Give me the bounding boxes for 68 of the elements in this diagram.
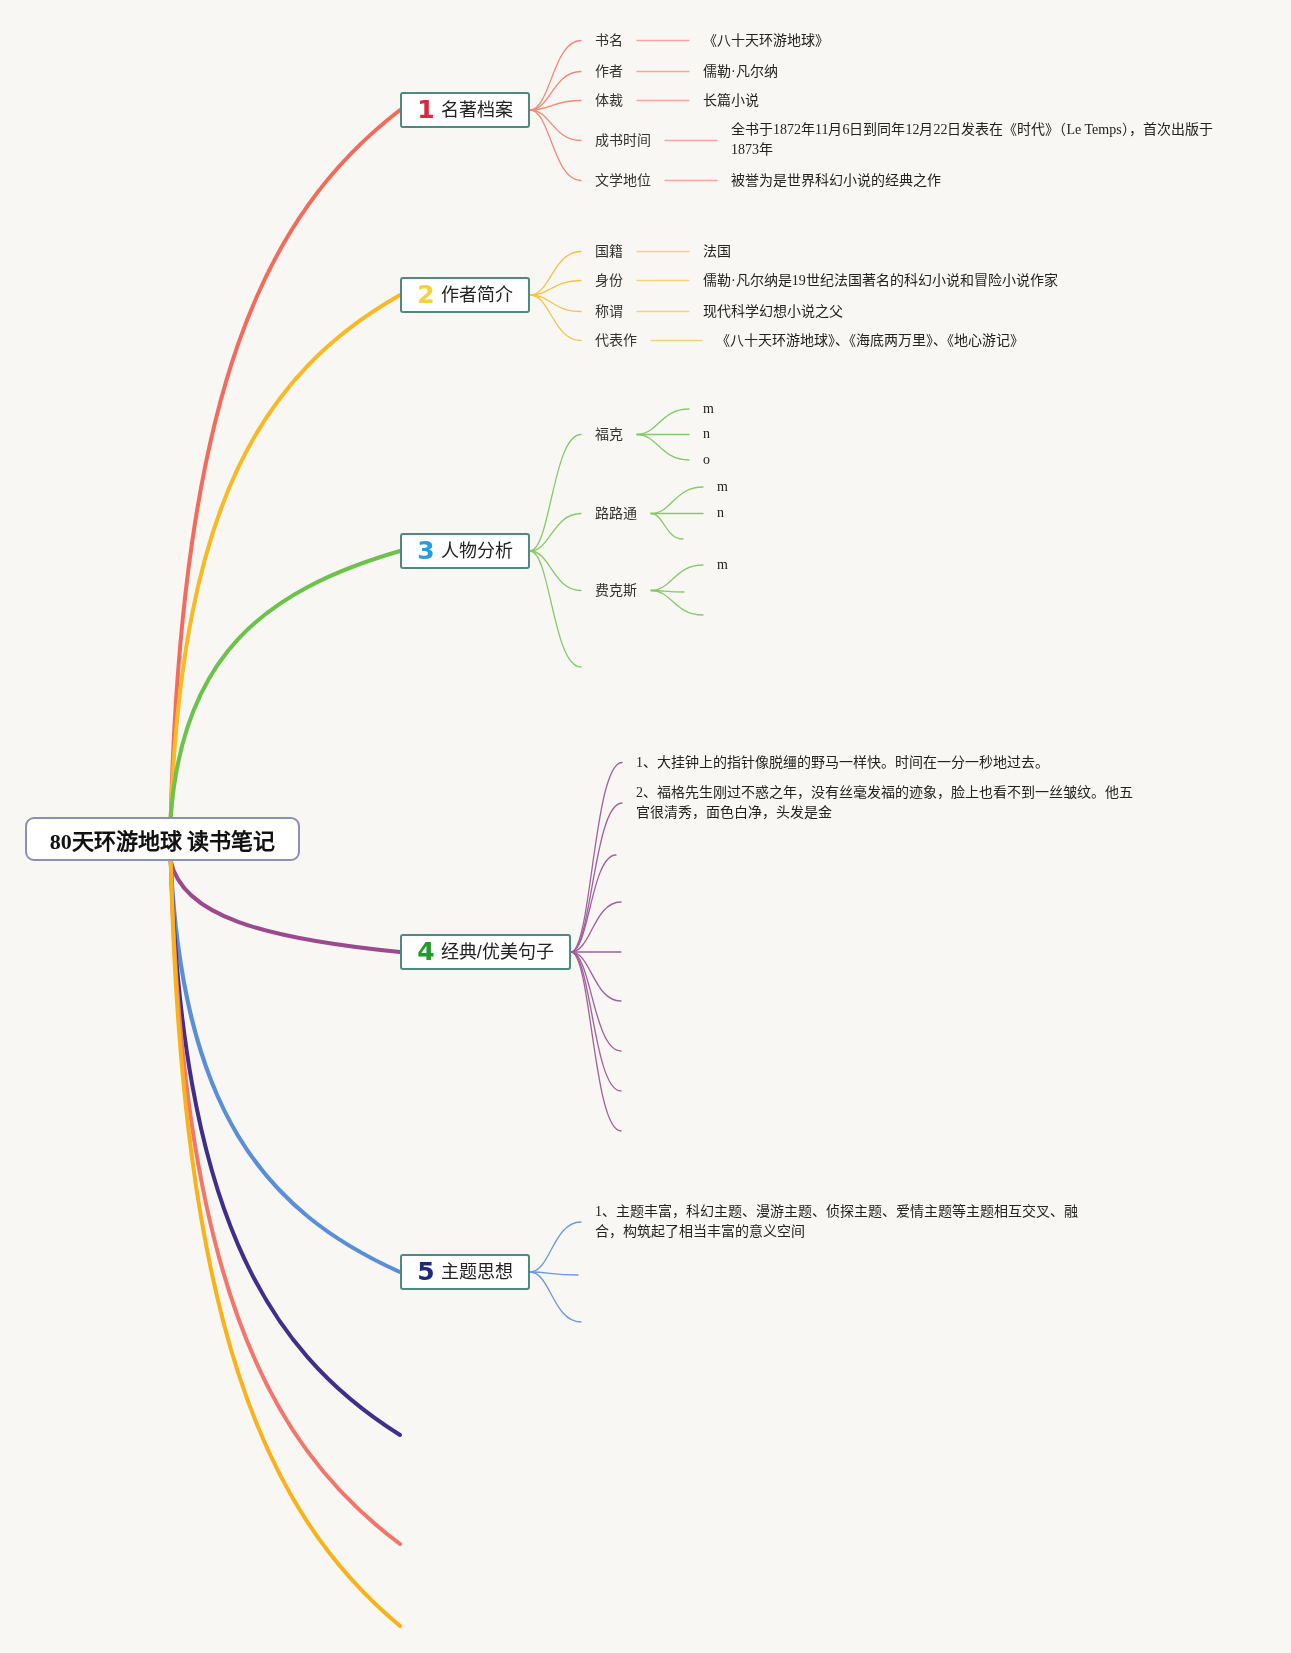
topic-number: 5 — [417, 1258, 435, 1286]
connector-line — [664, 139, 718, 142]
field-label: 作者 — [595, 62, 623, 80]
connector-line — [636, 310, 690, 313]
field-value: 全书于1872年11月6日到同年12月22日发表在《时代》（Le Temps），首次出版于1873年 — [731, 120, 1231, 160]
branch-line — [650, 512, 684, 540]
branch-line — [570, 802, 623, 953]
field-label: 费克斯 — [595, 581, 637, 599]
connector-line — [636, 39, 690, 42]
field-label: 成书时间 — [595, 131, 651, 149]
sentence-text: 1、主题丰富，科幻主题、漫游主题、侦探主题、爱情主题等主题相互交叉、融合，构筑起了相当丰富的意义空间 — [595, 1202, 1081, 1242]
field-value: 儒勒·凡尔纳 — [703, 62, 778, 80]
leaf-label: n — [717, 505, 724, 521]
branch-line — [529, 1271, 582, 1323]
field-value: 被誉为是世界科幻小说的经典之作 — [731, 171, 941, 189]
field-label: 福克 — [595, 425, 623, 443]
topic-label: 人物分析 — [440, 540, 513, 563]
connector-line — [664, 179, 718, 182]
central-topic-box: 80天环游地球 读书笔记 — [25, 817, 300, 861]
leaf-label: n — [703, 426, 710, 442]
connector-line — [636, 279, 690, 282]
topic-label: 作者简介 — [440, 284, 513, 307]
connector-line — [636, 70, 690, 73]
field-value: 现代科学幻想小说之父 — [703, 302, 843, 320]
connector-line — [636, 250, 690, 253]
branch-line — [529, 1271, 579, 1276]
leaf-label: m — [717, 557, 728, 573]
topic-number: 1 — [417, 96, 435, 124]
field-label: 文学地位 — [595, 171, 651, 189]
topic-box — [400, 533, 530, 569]
field-value: 《八十天环游地球》、《海底两万里》、《地心游记》 — [716, 331, 1024, 349]
field-label: 国籍 — [595, 242, 623, 260]
topic-label: 名著档案 — [440, 99, 513, 122]
topic-number: 2 — [417, 281, 435, 309]
field-label: 体裁 — [595, 91, 623, 109]
field-label: 路路通 — [595, 504, 637, 522]
field-label: 书名 — [595, 31, 623, 49]
sentence-text: 1、大挂钟上的指针像脱缰的野马一样快。时间在一分一秒地过去。 — [636, 753, 1049, 771]
field-value: 《八十天环游地球》 — [703, 31, 829, 49]
branch-line — [529, 550, 582, 668]
field-value: 长篇小说 — [703, 91, 759, 109]
topic-box — [400, 277, 530, 313]
branch-line — [636, 433, 690, 461]
field-value: 法国 — [703, 242, 731, 260]
connector-line — [636, 99, 690, 102]
branch-line — [570, 951, 622, 1132]
branch-line — [529, 109, 582, 182]
leaf-label: o — [703, 452, 710, 468]
leaf-label: m — [717, 479, 728, 495]
field-label: 身份 — [595, 271, 623, 289]
sentence-text: 2、福格先生刚过不惑之年，没有丝毫发福的迹象，脸上也看不到一丝皱纹。他五官很清秀，面色白净，头发是金 — [636, 783, 1139, 823]
topic-box — [400, 934, 571, 970]
branch-line — [529, 512, 582, 552]
topic-box — [400, 92, 530, 128]
topic-number: 3 — [417, 537, 435, 565]
topic-number: 4 — [417, 938, 435, 966]
field-label: 称谓 — [595, 302, 623, 320]
branch-line — [650, 589, 704, 616]
leaf-label: m — [703, 401, 714, 417]
topic-label: 经典/优美句子 — [440, 941, 554, 964]
topic-box — [400, 1254, 530, 1290]
branch-line — [636, 408, 690, 436]
field-label: 代表作 — [595, 331, 637, 349]
topic-label: 主题思想 — [440, 1261, 513, 1284]
branch-line — [650, 564, 704, 592]
connector-line — [650, 339, 703, 342]
field-value: 儒勒·凡尔纳是19世纪法国著名的科幻小说和冒险小说作家 — [703, 271, 1058, 289]
branch-line — [168, 549, 402, 819]
